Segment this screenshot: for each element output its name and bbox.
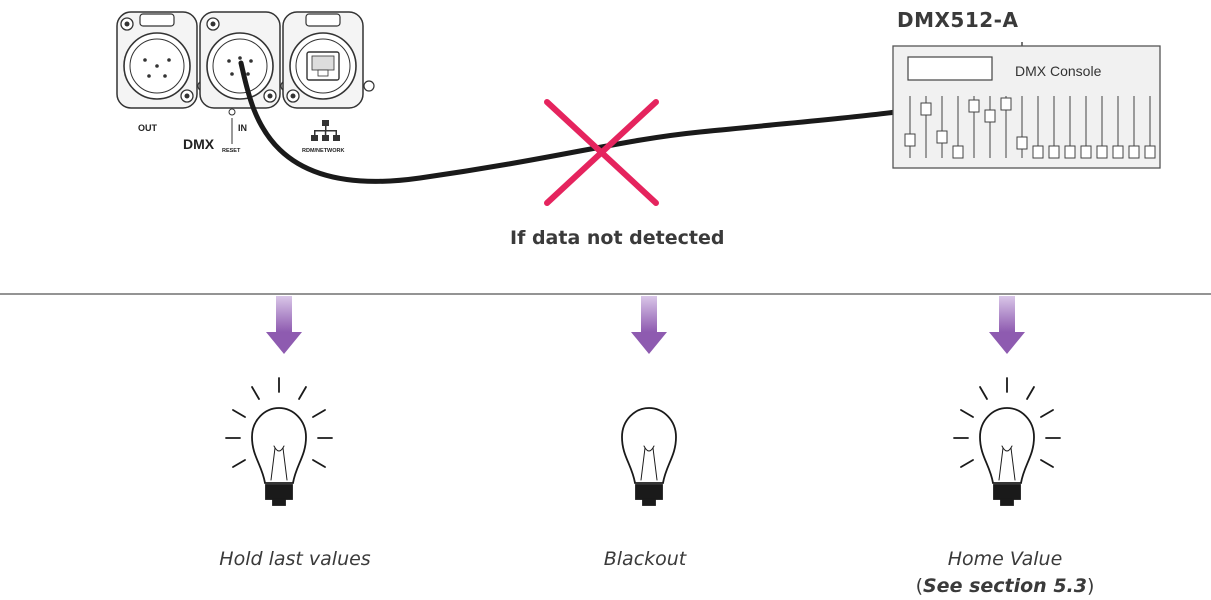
dmx-cable	[238, 60, 899, 184]
lit-bulb-icon	[953, 377, 1061, 506]
no-signal-cross-icon	[544, 99, 659, 206]
option-blackout: Blackout	[603, 548, 687, 570]
device-panel: OUT DMX IN RESET RDM/NETWORK	[116, 11, 375, 154]
console-faders	[904, 96, 1156, 159]
network-icon	[311, 120, 340, 141]
arrow-down-icon	[631, 296, 667, 354]
reset-hole	[228, 108, 236, 116]
console-standard-label: DMX512-A	[897, 8, 1019, 32]
network-connector	[282, 11, 375, 109]
option-home-value-note: (See section 5.3)	[900, 575, 1110, 597]
console-display	[907, 56, 993, 81]
out-label: OUT	[138, 123, 158, 133]
network-label: RDM/NETWORK	[302, 148, 344, 154]
note-open-paren: (	[915, 575, 923, 597]
option-home-value: Home Value	[947, 548, 1063, 570]
dmx-in-connector	[199, 11, 292, 109]
note-close-paren: )	[1086, 575, 1095, 597]
lit-bulb-icon	[225, 377, 333, 506]
option-hold-last-values: Hold last values	[219, 548, 371, 570]
in-label: IN	[238, 123, 247, 133]
dmx-console: DMX Console	[892, 42, 1161, 169]
section-reference: See section 5.3	[923, 575, 1087, 597]
console-name: DMX Console	[1015, 63, 1102, 79]
arrow-down-icon	[989, 296, 1025, 354]
reset-label: RESET	[222, 148, 241, 154]
dmx-out-connector	[116, 11, 209, 109]
condition-label: If data not detected	[510, 227, 725, 249]
unlit-bulb-icon	[621, 407, 677, 506]
arrow-down-icon	[266, 296, 302, 354]
dmx-label: DMX	[183, 136, 215, 152]
